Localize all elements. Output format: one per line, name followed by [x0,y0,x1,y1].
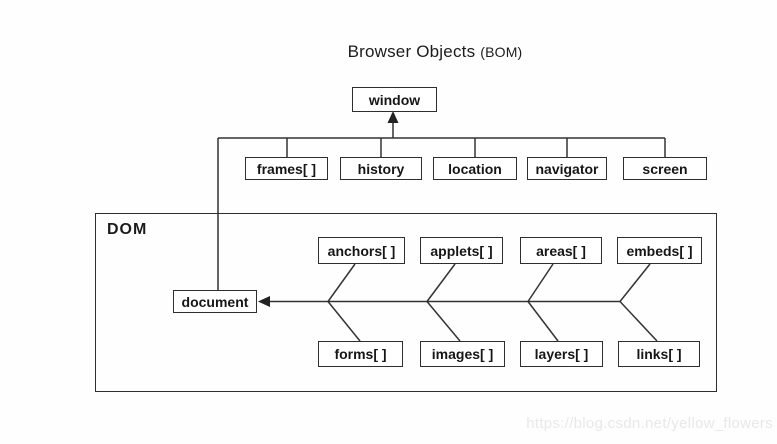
arrowhead-left-icon [258,296,270,307]
dom-container-box [95,213,717,392]
node-location: location [433,157,517,180]
rib-embeds [619,263,651,302]
node-screen: screen [623,157,707,180]
rib-links [619,300,658,342]
rib-applets [426,263,456,302]
rib-anchors [327,263,356,302]
node-history: history [340,157,422,180]
rib-areas [527,263,554,302]
node-layers: layers[ ] [520,341,603,367]
rib-layers [527,301,559,342]
dom-label: DOM [107,221,148,238]
node-links: links[ ] [618,341,700,367]
arrowhead-up-icon [387,111,399,123]
node-navigator: navigator [527,157,607,180]
node-applets: applets[ ] [420,237,503,264]
diagram-title-main: Browser Objects [347,42,476,61]
node-images: images[ ] [420,341,505,367]
diagram-title-suffix: (BOM) [480,44,523,60]
node-document: document [173,290,257,313]
diagram-title: Browser Objects (BOM) [250,42,620,62]
node-anchors: anchors[ ] [318,237,405,264]
rib-forms [327,301,361,342]
watermark-url: https://blog.csdn.net/yellow_flowers [526,415,773,432]
node-embeds: embeds[ ] [617,237,702,264]
rib-images [426,301,461,342]
node-frames: frames[ ] [245,157,328,180]
node-forms: forms[ ] [318,341,403,367]
node-areas: areas[ ] [520,237,602,264]
node-window: window [352,87,437,112]
